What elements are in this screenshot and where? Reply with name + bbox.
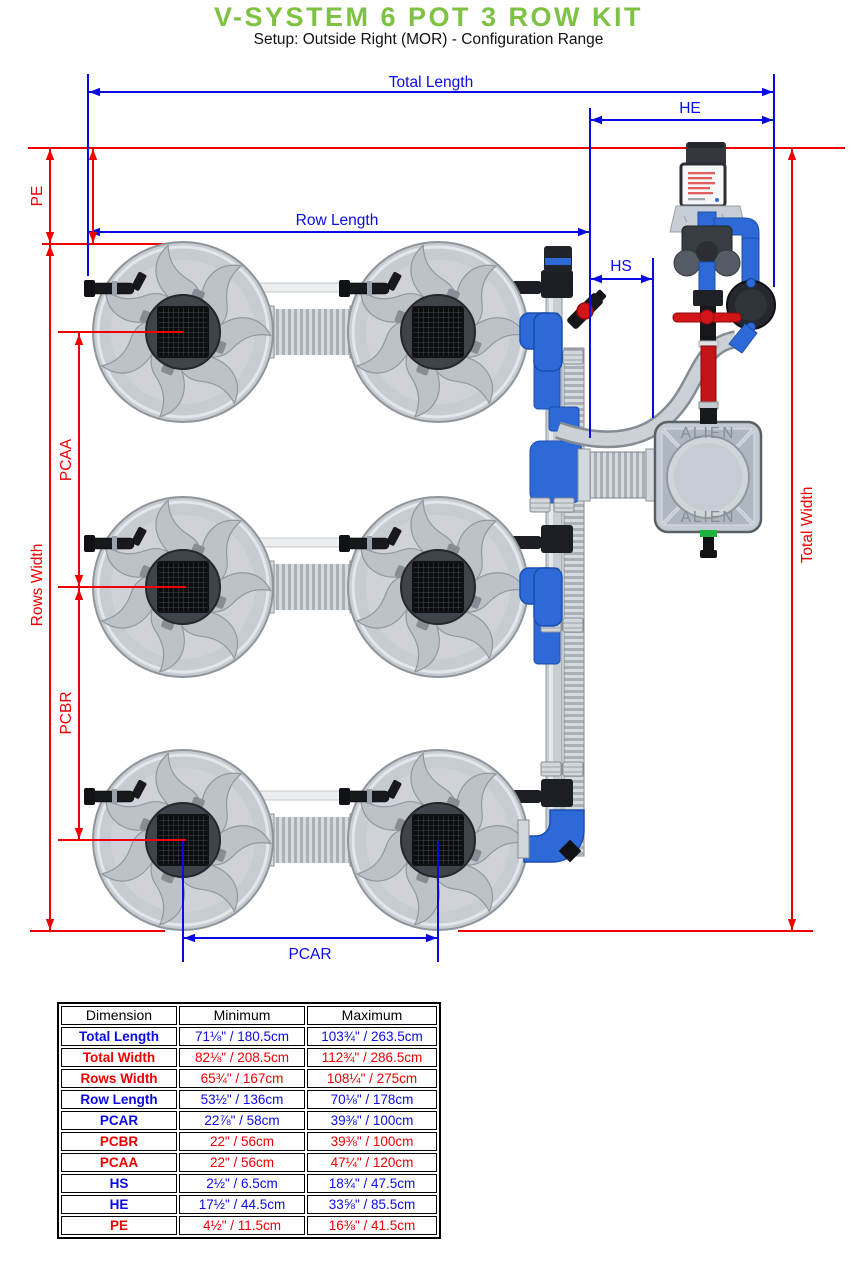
row-label: HE bbox=[61, 1195, 177, 1214]
row-min: 71⅛" / 180.5cm bbox=[179, 1027, 305, 1046]
row-max: 103¾" / 263.5cm bbox=[307, 1027, 437, 1046]
pot bbox=[346, 240, 530, 424]
row-max: 112¾" / 286.5cm bbox=[307, 1048, 437, 1067]
controller-box bbox=[686, 142, 726, 168]
row-label: Row Length bbox=[61, 1090, 177, 1109]
row-label: PCBR bbox=[61, 1132, 177, 1151]
pot bbox=[346, 495, 530, 679]
header-maximum: Maximum bbox=[307, 1006, 437, 1025]
page-title: V-SYSTEM 6 POT 3 ROW KIT bbox=[213, 2, 644, 32]
pump-assembly bbox=[669, 142, 776, 424]
table-row: PCAA 22" / 56cm 47¼" / 120cm bbox=[61, 1153, 437, 1172]
label-rows-width: Rows Width bbox=[29, 544, 46, 627]
row-max: 39⅜" / 100cm bbox=[307, 1111, 437, 1130]
gate-valve bbox=[672, 309, 742, 325]
pump-body bbox=[673, 225, 741, 277]
label-pcbr: PCBR bbox=[58, 691, 75, 734]
dim-row-length: Row Length bbox=[88, 212, 590, 237]
row-label: Total Width bbox=[61, 1048, 177, 1067]
row-label: Total Length bbox=[61, 1027, 177, 1046]
row-min: 17½" / 44.5cm bbox=[179, 1195, 305, 1214]
row-min: 22" / 56cm bbox=[179, 1153, 305, 1172]
table-row: HS 2½" / 6.5cm 18¾" / 47.5cm bbox=[61, 1174, 437, 1193]
tank-hose bbox=[583, 451, 657, 499]
row-max: 33⅝" / 85.5cm bbox=[307, 1195, 437, 1214]
row-max: 16⅜" / 41.5cm bbox=[307, 1216, 437, 1235]
dim-total-length: Total Length bbox=[87, 74, 775, 287]
table-row: Rows Width 65¾" / 167cm 108¼" / 275cm bbox=[61, 1069, 437, 1088]
page-subtitle: Setup: Outside Right (MOR) - Configurati… bbox=[253, 31, 604, 48]
row-min: 4½" / 11.5cm bbox=[179, 1216, 305, 1235]
table-row: PCBR 22" / 56cm 39⅜" / 100cm bbox=[61, 1132, 437, 1151]
dim-pcar: PCAR bbox=[182, 841, 439, 963]
pump-union bbox=[693, 290, 723, 306]
row-max: 39⅜" / 100cm bbox=[307, 1132, 437, 1151]
dim-total-width: Total Width bbox=[787, 148, 816, 931]
row-label: Rows Width bbox=[61, 1069, 177, 1088]
row-min: 82⅛" / 208.5cm bbox=[179, 1048, 305, 1067]
row-label: PCAR bbox=[61, 1111, 177, 1130]
row-max: 18¾" / 47.5cm bbox=[307, 1174, 437, 1193]
row-label: PE bbox=[61, 1216, 177, 1235]
table-header-row: Dimension Minimum Maximum bbox=[61, 1006, 437, 1025]
drain-plug bbox=[558, 839, 582, 863]
dim-hs: HS bbox=[590, 258, 654, 418]
table-row: Total Width 82⅛" / 208.5cm 112¾" / 286.5… bbox=[61, 1048, 437, 1067]
label-pcar: PCAR bbox=[288, 946, 331, 963]
row-min: 65¾" / 167cm bbox=[179, 1069, 305, 1088]
tank-brand-bottom: ALIEN bbox=[681, 509, 736, 526]
table-row: HE 17½" / 44.5cm 33⅝" / 85.5cm bbox=[61, 1195, 437, 1214]
row-label: HS bbox=[61, 1174, 177, 1193]
label-pcaa: PCAA bbox=[58, 438, 75, 481]
row-max: 47¼" / 120cm bbox=[307, 1153, 437, 1172]
label-total-length: Total Length bbox=[389, 74, 473, 91]
row-min: 22⅞" / 58cm bbox=[179, 1111, 305, 1130]
controller-display bbox=[679, 162, 727, 208]
dim-pcbr: PCBR bbox=[58, 587, 84, 840]
tank-drain-fitting bbox=[700, 530, 717, 558]
feed-pipe-red bbox=[700, 345, 717, 407]
table-row: Total Length 71⅛" / 180.5cm 103¾" / 263.… bbox=[61, 1027, 437, 1046]
row-elbows bbox=[517, 312, 585, 863]
dimension-table: Dimension Minimum Maximum Total Length 7… bbox=[57, 1002, 441, 1239]
reservoir-tank: ALIEN ALIEN bbox=[653, 420, 763, 558]
header-minimum: Minimum bbox=[179, 1006, 305, 1025]
label-total-width: Total Width bbox=[799, 487, 816, 564]
label-row-length: Row Length bbox=[296, 212, 379, 229]
label-pe: PE bbox=[29, 186, 46, 207]
row-min: 53½" / 136cm bbox=[179, 1090, 305, 1109]
row-max: 70⅛" / 178cm bbox=[307, 1090, 437, 1109]
system-layout-diagram: ALIEN ALIEN bbox=[28, 74, 845, 963]
table-row: Row Length 53½" / 136cm 70⅛" / 178cm bbox=[61, 1090, 437, 1109]
ball-valve bbox=[726, 278, 776, 332]
dim-pcaa: PCAA bbox=[58, 332, 84, 587]
tank-brand-top: ALIEN bbox=[681, 425, 736, 442]
dim-pe: PE bbox=[29, 148, 98, 244]
dim-he: HE bbox=[589, 100, 774, 438]
row-label: PCAA bbox=[61, 1153, 177, 1172]
table-row: PE 4½" / 11.5cm 16⅜" / 41.5cm bbox=[61, 1216, 437, 1235]
row-min: 22" / 56cm bbox=[179, 1132, 305, 1151]
header-dimension: Dimension bbox=[61, 1006, 177, 1025]
dim-rows-width: Rows Width bbox=[29, 148, 55, 931]
label-hs: HS bbox=[610, 258, 632, 275]
row-min: 2½" / 6.5cm bbox=[179, 1174, 305, 1193]
table-row: PCAR 22⅞" / 58cm 39⅜" / 100cm bbox=[61, 1111, 437, 1130]
label-he: HE bbox=[679, 100, 701, 117]
row-max: 108¼" / 275cm bbox=[307, 1069, 437, 1088]
